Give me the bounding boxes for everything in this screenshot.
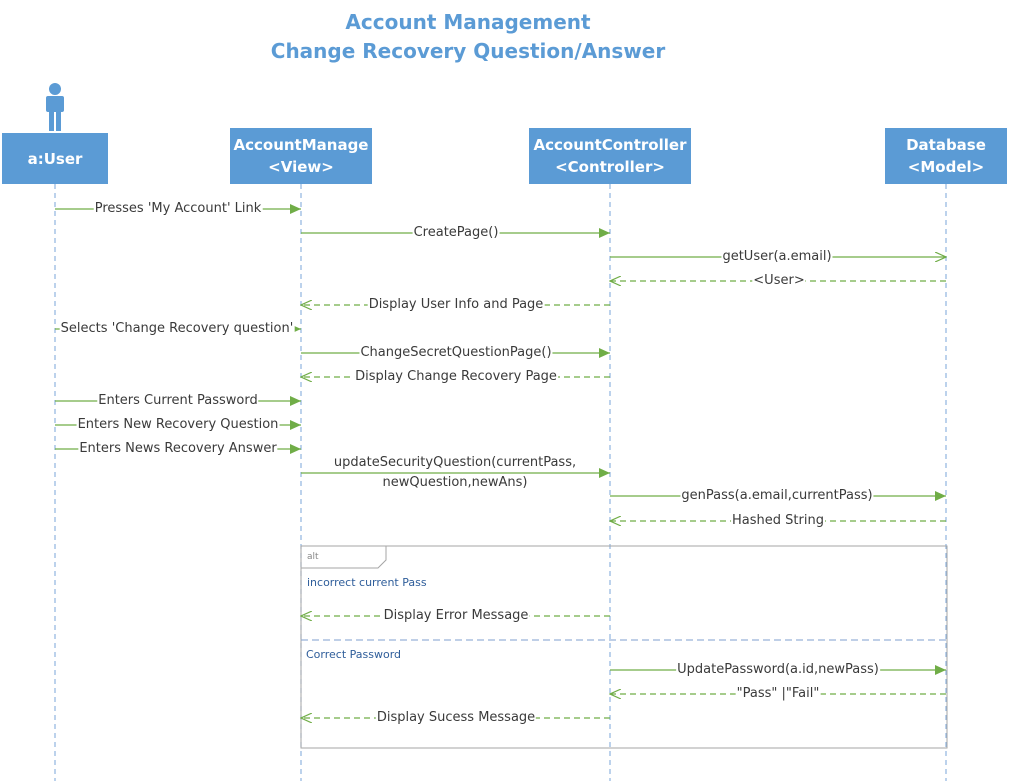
lifeline-title: a:User — [27, 149, 83, 168]
message-label: Display Error Message — [382, 608, 530, 624]
message-label: Selects 'Change Recovery question' — [59, 321, 295, 337]
alt-frame-tag: alt — [307, 552, 319, 562]
person-icon — [46, 83, 64, 131]
message-label: Presses 'My Account' Link — [93, 201, 263, 217]
message-label: Enters Current Password — [97, 393, 259, 409]
message-label: "Pass" |"Fail" — [735, 686, 821, 702]
alt-frame — [300, 545, 948, 749]
lifeline-stereotype: <Model> — [907, 158, 985, 176]
message-label: newQuestion,newAns) — [381, 475, 529, 491]
message-label: ChangeSecretQuestionPage() — [359, 345, 553, 361]
diagram-title: Account Management — [345, 10, 591, 34]
alt-guard-incorrect: incorrect current Pass — [307, 576, 427, 589]
message-label: Display Sucess Message — [375, 710, 537, 726]
message-label: <User> — [752, 273, 806, 289]
lifeline-header-view: AccountManage <View> — [230, 128, 372, 184]
message-label: Display User Info and Page — [367, 297, 545, 313]
lifeline-header-controller: AccountController <Controller> — [529, 128, 691, 184]
lifeline-title: AccountController — [533, 136, 687, 154]
alt-guard-correct: Correct Password — [306, 648, 402, 661]
alt-frame-tab — [301, 545, 387, 569]
message-label: getUser(a.email) — [721, 249, 833, 265]
message-label: Enters New Recovery Question — [76, 417, 280, 433]
message-label: UpdatePassword(a.id,newPass) — [676, 662, 880, 678]
message-label: Enters News Recovery Answer — [78, 441, 278, 457]
message-label: CreatePage() — [412, 225, 500, 241]
lifeline-stereotype: <View> — [268, 158, 334, 176]
message-label: Hashed String — [731, 513, 825, 529]
lifeline-title: AccountManage — [233, 136, 369, 154]
lifeline-header-user: a:User — [2, 133, 108, 184]
message-label: Display Change Recovery Page — [354, 369, 558, 385]
lifeline-header-database: Database <Model> — [885, 128, 1007, 184]
message-label: updateSecurityQuestion(currentPass, — [332, 455, 578, 471]
diagram-subtitle: Change Recovery Question/Answer — [270, 39, 666, 63]
message-label: genPass(a.email,currentPass) — [680, 488, 874, 504]
lifeline-title: Database — [906, 136, 986, 154]
lifeline-stereotype: <Controller> — [555, 158, 665, 176]
